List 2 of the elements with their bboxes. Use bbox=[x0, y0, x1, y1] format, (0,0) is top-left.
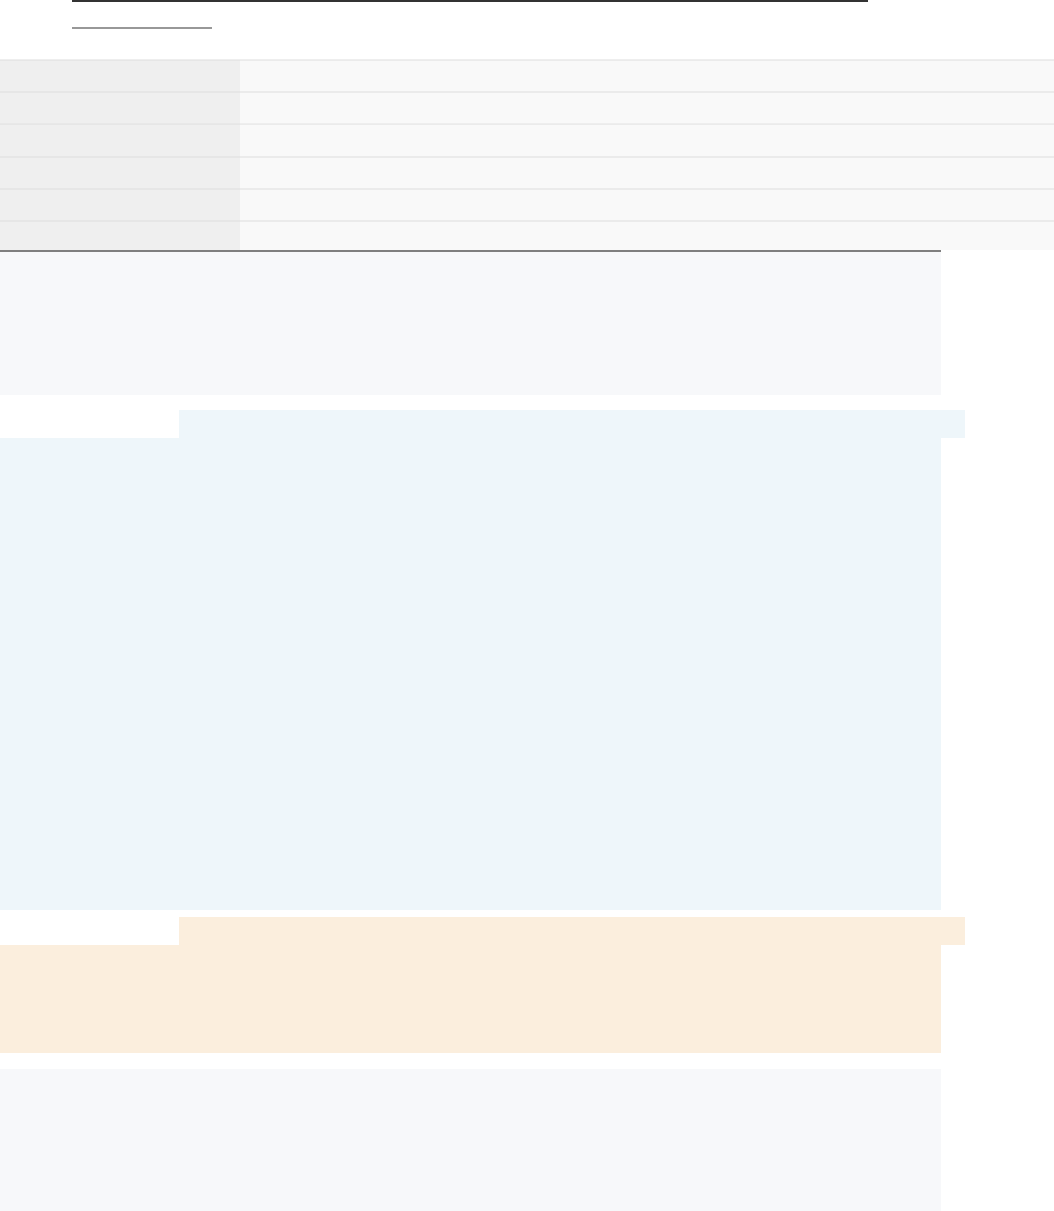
panel bbox=[0, 252, 941, 395]
panel bbox=[0, 917, 965, 1053]
